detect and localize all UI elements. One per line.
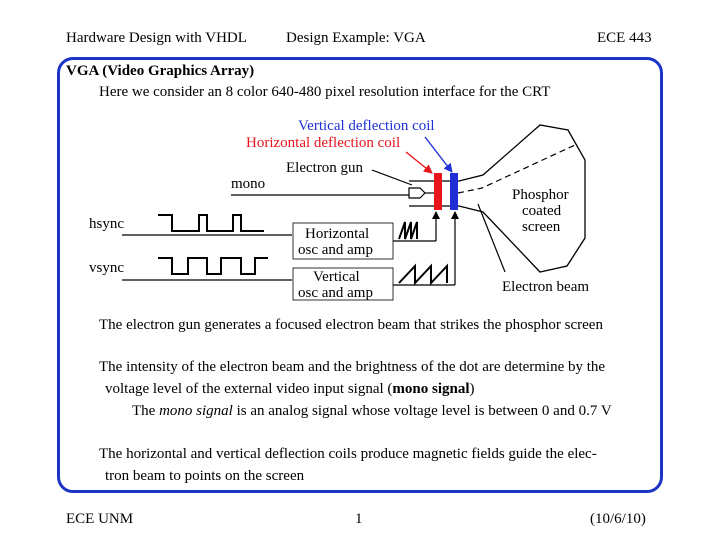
vertical-osc-line1: Vertical: [313, 269, 360, 285]
mono-signal-bold: mono signal: [392, 381, 470, 397]
paragraph-deflection-line1: The horizontal and vertical deflection c…: [99, 446, 597, 462]
header-course-code: ECE 443: [597, 30, 652, 46]
phosphor-label-line2: coated: [522, 203, 562, 219]
electron-gun-pointer: [371, 169, 413, 186]
phosphor-label-line1: Phosphor: [512, 187, 569, 203]
horizontal-deflection-coil: [434, 173, 442, 210]
vertical-sawtooth: [398, 263, 448, 286]
intensity-close: ): [469, 381, 475, 397]
mono-signal-italic: mono signal: [159, 403, 233, 419]
mono-text-post: is an analog signal whose voltage level …: [232, 403, 612, 419]
paragraph-electron-gun: The electron gun generates a focused ele…: [99, 317, 603, 333]
vertical-coil-label: Vertical deflection coil: [298, 118, 435, 134]
paragraph-intensity-line1: The intensity of the electron beam and t…: [99, 359, 606, 375]
footer-page-number: 1: [355, 511, 363, 527]
paragraph-mono-signal: The mono signal is an analog signal whos…: [132, 403, 612, 420]
vsync-label: vsync: [89, 260, 124, 276]
horizontal-coil-label: Horizontal deflection coil: [246, 135, 400, 151]
vertical-osc-line2: osc and amp: [298, 285, 373, 301]
electron-beam-pointer: [477, 203, 506, 273]
electron-gun-label: Electron gun: [286, 160, 364, 176]
electron-beam-path: [457, 144, 576, 194]
crt-tube-outline: [409, 124, 586, 273]
horizontal-osc-line1: Horizontal: [305, 226, 369, 242]
hsync-waveform: [158, 214, 264, 232]
intro-text: Here we consider an 8 color 640-480 pixe…: [99, 84, 551, 100]
mono-label: mono: [231, 176, 265, 192]
hsync-label: hsync: [89, 216, 124, 232]
intensity-text: voltage level of the external video inpu…: [105, 381, 393, 397]
slide-title: VGA (Video Graphics Array): [66, 63, 255, 79]
vertical-coil-arrow: [424, 136, 453, 173]
footer-university: ECE UNM: [66, 511, 134, 527]
paragraph-deflection-line2: tron beam to points on the screen: [105, 468, 305, 484]
header-course: Hardware Design with VHDL: [66, 30, 247, 46]
electron-gun: [408, 187, 426, 199]
mono-text-pre: The: [132, 403, 160, 419]
vertical-osc-box: [292, 267, 394, 301]
header-topic: Design Example: VGA: [286, 30, 426, 46]
vertical-deflection-coil: [450, 173, 458, 210]
slide-frame: [57, 57, 663, 493]
vsync-waveform: [158, 257, 268, 275]
horizontal-sawtooth: [398, 221, 418, 240]
horizontal-osc-line2: osc and amp: [298, 242, 373, 258]
paragraph-intensity-line2: voltage level of the external video inpu…: [105, 381, 475, 398]
horizontal-osc-box: [292, 222, 394, 260]
electron-beam-label: Electron beam: [502, 279, 589, 295]
phosphor-label-line3: screen: [522, 219, 561, 235]
footer-date: (10/6/10): [590, 511, 646, 527]
horizontal-coil-arrow: [405, 151, 433, 174]
